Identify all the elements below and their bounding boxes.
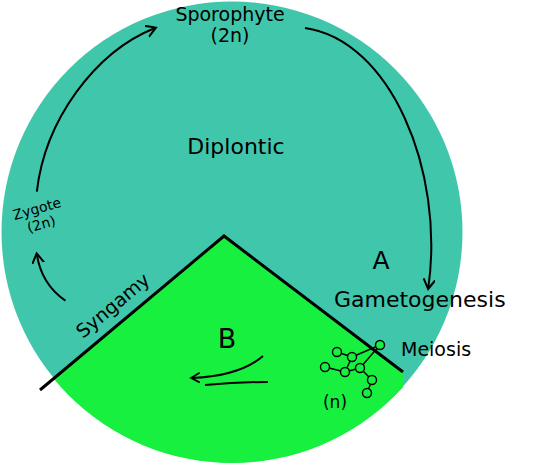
stage-label: Sporophyte (2n) <box>155 4 305 52</box>
cycle-arrow <box>37 254 66 300</box>
cycle-arrow <box>305 28 431 288</box>
process-name: Meiosis <box>401 339 501 360</box>
haploid-phase-wedge: B (n) <box>40 236 403 467</box>
region-letter: B <box>207 324 247 354</box>
wedge-outline <box>40 236 403 390</box>
region-letter: A <box>359 247 403 275</box>
phase-name: Diplontic <box>161 135 311 160</box>
process-name: Gametogenesis <box>334 288 539 313</box>
cycle-arrow <box>37 28 155 192</box>
stage-name: Sporophyte (2n) <box>155 4 305 47</box>
ploidy-label: (n) <box>310 393 360 412</box>
process-label: Gametogenesis <box>334 288 539 318</box>
wedge-fill <box>40 236 403 467</box>
